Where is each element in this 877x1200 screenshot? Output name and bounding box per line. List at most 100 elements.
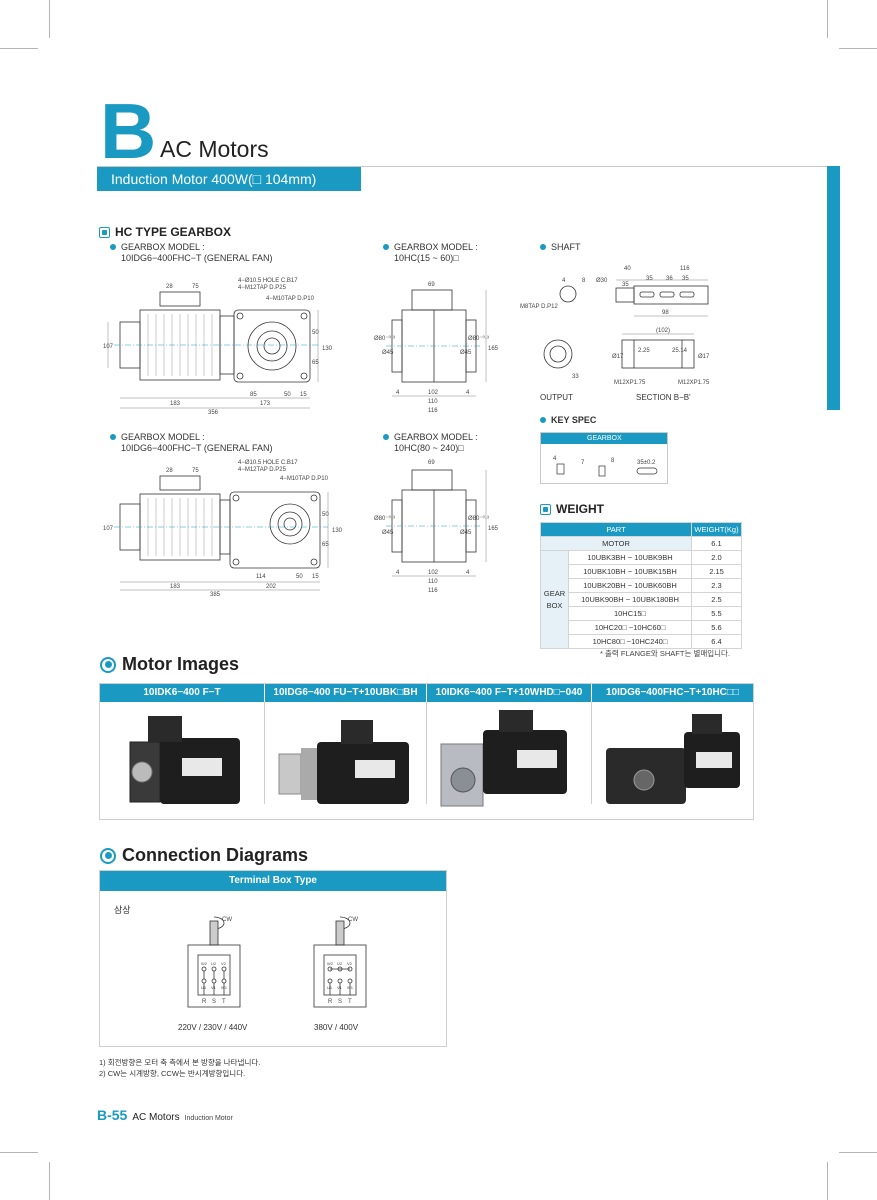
d4-dim-69: 69 <box>428 460 435 466</box>
table-row-weight: 2.5 <box>691 592 742 607</box>
section-letter: B <box>100 87 157 175</box>
d3-dim-202: 202 <box>266 584 277 590</box>
footer-sub: Induction Motor <box>184 1115 233 1122</box>
d3-dim-28: 28 <box>166 468 173 474</box>
dim-107: 107 <box>103 344 114 350</box>
side-tab <box>827 166 840 410</box>
motor-4-svg <box>606 714 740 804</box>
rst-s: S <box>338 999 342 1005</box>
shaft-d33: 33 <box>572 374 579 380</box>
d4-phi80: Ø80⁻⁰·³ <box>374 515 395 522</box>
page-footer: B-55 AC Motors Induction Motor <box>97 1107 233 1123</box>
d3-dim-15: 15 <box>312 574 319 580</box>
drawing2-caption: GEARBOX MODEL :10HC(15 ~ 60)□ <box>383 242 478 265</box>
shaft-d25p14: 25.14 <box>672 348 688 354</box>
shaft-d35b: 35 <box>646 276 653 282</box>
table-row-weight: 2.15 <box>691 564 742 579</box>
dim-356: 356 <box>208 410 219 416</box>
output-label: OUTPUT <box>540 393 573 402</box>
crop-mark <box>0 1152 38 1153</box>
d2-dim-69: 69 <box>428 282 435 288</box>
shaft-d102: (102) <box>656 328 670 334</box>
gearbox-heading: HC TYPE GEARBOX <box>99 225 231 239</box>
motor-photo-4 <box>592 702 753 804</box>
term-w2: W2 <box>201 961 208 966</box>
table-row-part: 10HC80□ ~10HC240□ <box>568 634 692 649</box>
d3-tap2: 4−M10TAP D.P10 <box>280 476 329 482</box>
d2-dim-116: 116 <box>428 408 438 414</box>
d3-dim-75: 75 <box>192 468 199 474</box>
motor-2-svg <box>278 720 409 804</box>
drawing2-label: GEARBOX MODEL : <box>394 242 478 252</box>
table-row-part: 10UBK90BH − 10UBK180BH <box>568 592 692 607</box>
connection-panel: Terminal Box Type 삼상 CW W2 U2 V2 U1 V1 W… <box>99 870 447 1047</box>
drawing2-model: 10HC(15 ~ 60)□ <box>394 253 459 264</box>
table-row-part: 10UBK3BH − 10UBK9BH <box>568 550 692 565</box>
d3-dim-50: 50 <box>296 574 303 580</box>
key-spec-head: GEARBOX <box>541 433 667 444</box>
d3-dim-130: 130 <box>332 528 343 534</box>
d4-dim-165: 165 <box>488 526 499 532</box>
shaft-d36: 36 <box>666 276 673 282</box>
d3-holes: 4−Ø10.5 HOLE C.B17 <box>238 460 298 466</box>
motor-col-head: 10IDG6−400FHC−T+10HC□□ <box>592 684 753 702</box>
crop-mark <box>839 48 877 49</box>
shaft-label: SHAFT <box>551 242 581 252</box>
motor-3-svg <box>440 710 567 807</box>
key-spec-box: GEARBOX 4 7 8 35±0.2 <box>540 432 668 484</box>
d1-tap1: 4−M12TAP D.P25 <box>238 285 287 291</box>
d4-dim-116: 116 <box>428 588 438 594</box>
d2-phi80: Ø80⁻⁰·³ <box>374 335 395 342</box>
key-w: 4 <box>553 456 557 462</box>
table-row-weight: 6.4 <box>691 634 742 649</box>
term-u1: U1 <box>201 985 207 990</box>
d2-phi45: Ø45 <box>382 350 394 356</box>
d2-dim-102: 102 <box>428 390 439 396</box>
cw-label-2: CW <box>348 917 358 923</box>
ring-bullet-icon <box>100 847 116 864</box>
dim-15: 15 <box>300 392 307 398</box>
rst-r: R <box>328 999 333 1005</box>
d2-dim-110: 110 <box>428 399 438 405</box>
drawing3-label: GEARBOX MODEL : <box>121 432 205 442</box>
table-row-weight: 5.5 <box>691 606 742 621</box>
table-row-part: 10HC15□ <box>568 606 692 621</box>
table-row-weight: 2.0 <box>691 550 742 565</box>
d4-dim-110: 110 <box>428 579 438 585</box>
weight-motor-label: MOTOR <box>540 536 692 551</box>
note-line: 1) 회전방향은 모터 축 측에서 본 방향을 나타냅니다. <box>99 1058 261 1067</box>
shaft-d40: 40 <box>624 266 631 272</box>
term-v1: V1 <box>211 985 217 990</box>
d4-dim-4b: 4 <box>466 570 470 576</box>
crop-mark <box>49 0 50 38</box>
drawing4-label: GEARBOX MODEL : <box>394 432 478 442</box>
d4-phi45: Ø45 <box>382 530 394 536</box>
d3-dim-183: 183 <box>170 584 181 590</box>
shaft-caption: SHAFT <box>540 242 581 253</box>
dim-28: 28 <box>166 284 173 290</box>
shaft-d8: 8 <box>582 278 586 284</box>
drawing3-model: 10IDG6−400FHC−T (GENERAL FAN) <box>121 443 273 454</box>
table-row-part: 10HC20□ ~10HC60□ <box>568 620 692 635</box>
term-w1: W1 <box>347 985 354 990</box>
gearbox-heading-text: HC TYPE GEARBOX <box>115 225 232 239</box>
motor-col-head: 10IDG6−400 FU−T+10UBK□BH <box>265 684 427 702</box>
header-rule <box>97 166 827 167</box>
term-u2: U2 <box>211 961 217 966</box>
d1-holes: 4−Ø10.5 HOLE C.B17 <box>238 278 298 284</box>
shaft-m12b: M12XP1.75 <box>678 380 710 386</box>
d4-phi80b: Ø80⁻⁰·³ <box>468 515 489 522</box>
key-len: 35±0.2 <box>637 460 656 466</box>
ring-bullet-icon <box>100 656 116 673</box>
motor-1-svg <box>129 716 240 804</box>
motor-col-head: 10IDK6−400 F−T+10WHD□−040 <box>427 684 592 702</box>
shaft-phi17b: Ø17 <box>698 354 710 360</box>
drawing1-label: GEARBOX MODEL : <box>121 242 205 252</box>
gear-label-1: GEAR <box>543 588 566 598</box>
term-v2: V2 <box>221 961 227 966</box>
drawing2-svg: 69 4 102 4 110 116 Ø80⁻⁰·³ Ø45 Ø45 Ø80⁻⁰… <box>374 282 499 414</box>
bullet-dot-icon <box>110 434 116 440</box>
rst-t: T <box>222 999 226 1005</box>
